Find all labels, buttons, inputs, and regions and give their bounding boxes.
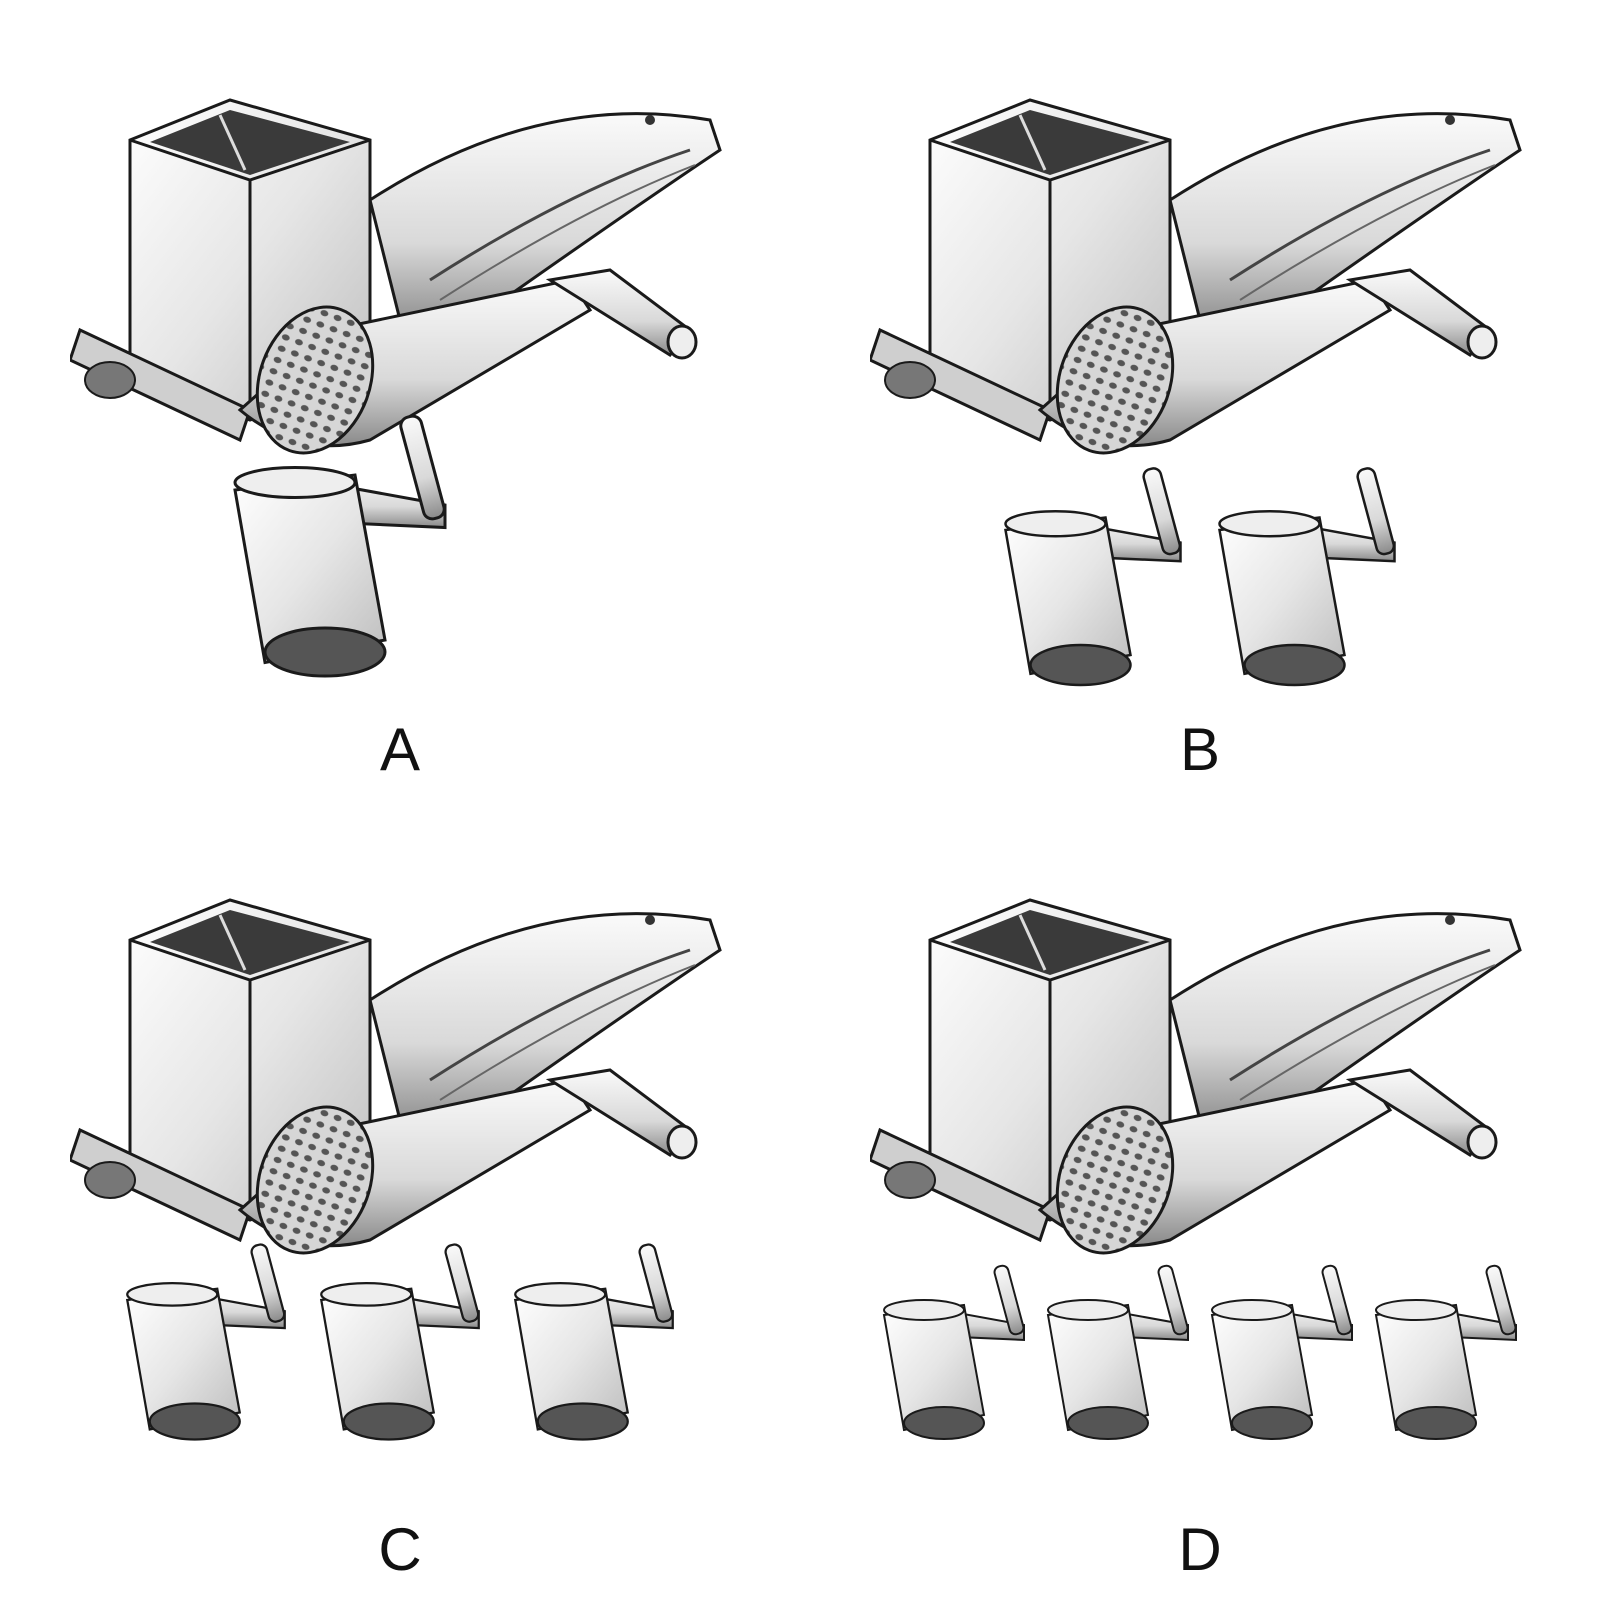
grater-drum-icon xyxy=(1211,1263,1354,1440)
variant-panel-c: C xyxy=(0,800,800,1600)
grater-drum-icon xyxy=(1218,465,1397,687)
drum-set xyxy=(220,380,460,720)
variant-panel-a: A xyxy=(0,0,800,800)
variant-panel-d: D xyxy=(800,800,1600,1600)
drum-set xyxy=(0,1240,800,1450)
grater-drum-icon xyxy=(883,1263,1026,1440)
drum-set xyxy=(800,1260,1600,1450)
rotary-grater-image xyxy=(870,898,1522,1271)
grater-drum-icon xyxy=(1047,1263,1190,1440)
grater-drum-icon xyxy=(126,1241,287,1441)
grater-drum-icon xyxy=(233,412,448,678)
variant-label: A xyxy=(379,716,421,783)
variant-label: D xyxy=(1178,1516,1222,1583)
grater-drum-icon xyxy=(514,1241,675,1441)
variant-panel-b: B xyxy=(800,0,1600,800)
rotary-grater-image xyxy=(870,98,1522,471)
drum-set xyxy=(800,460,1600,700)
variant-label: C xyxy=(378,1516,422,1583)
grater-drum-icon xyxy=(1004,465,1183,687)
variant-label: B xyxy=(1179,716,1221,783)
grater-drum-icon xyxy=(1375,1263,1518,1440)
grater-drum-icon xyxy=(320,1241,481,1441)
